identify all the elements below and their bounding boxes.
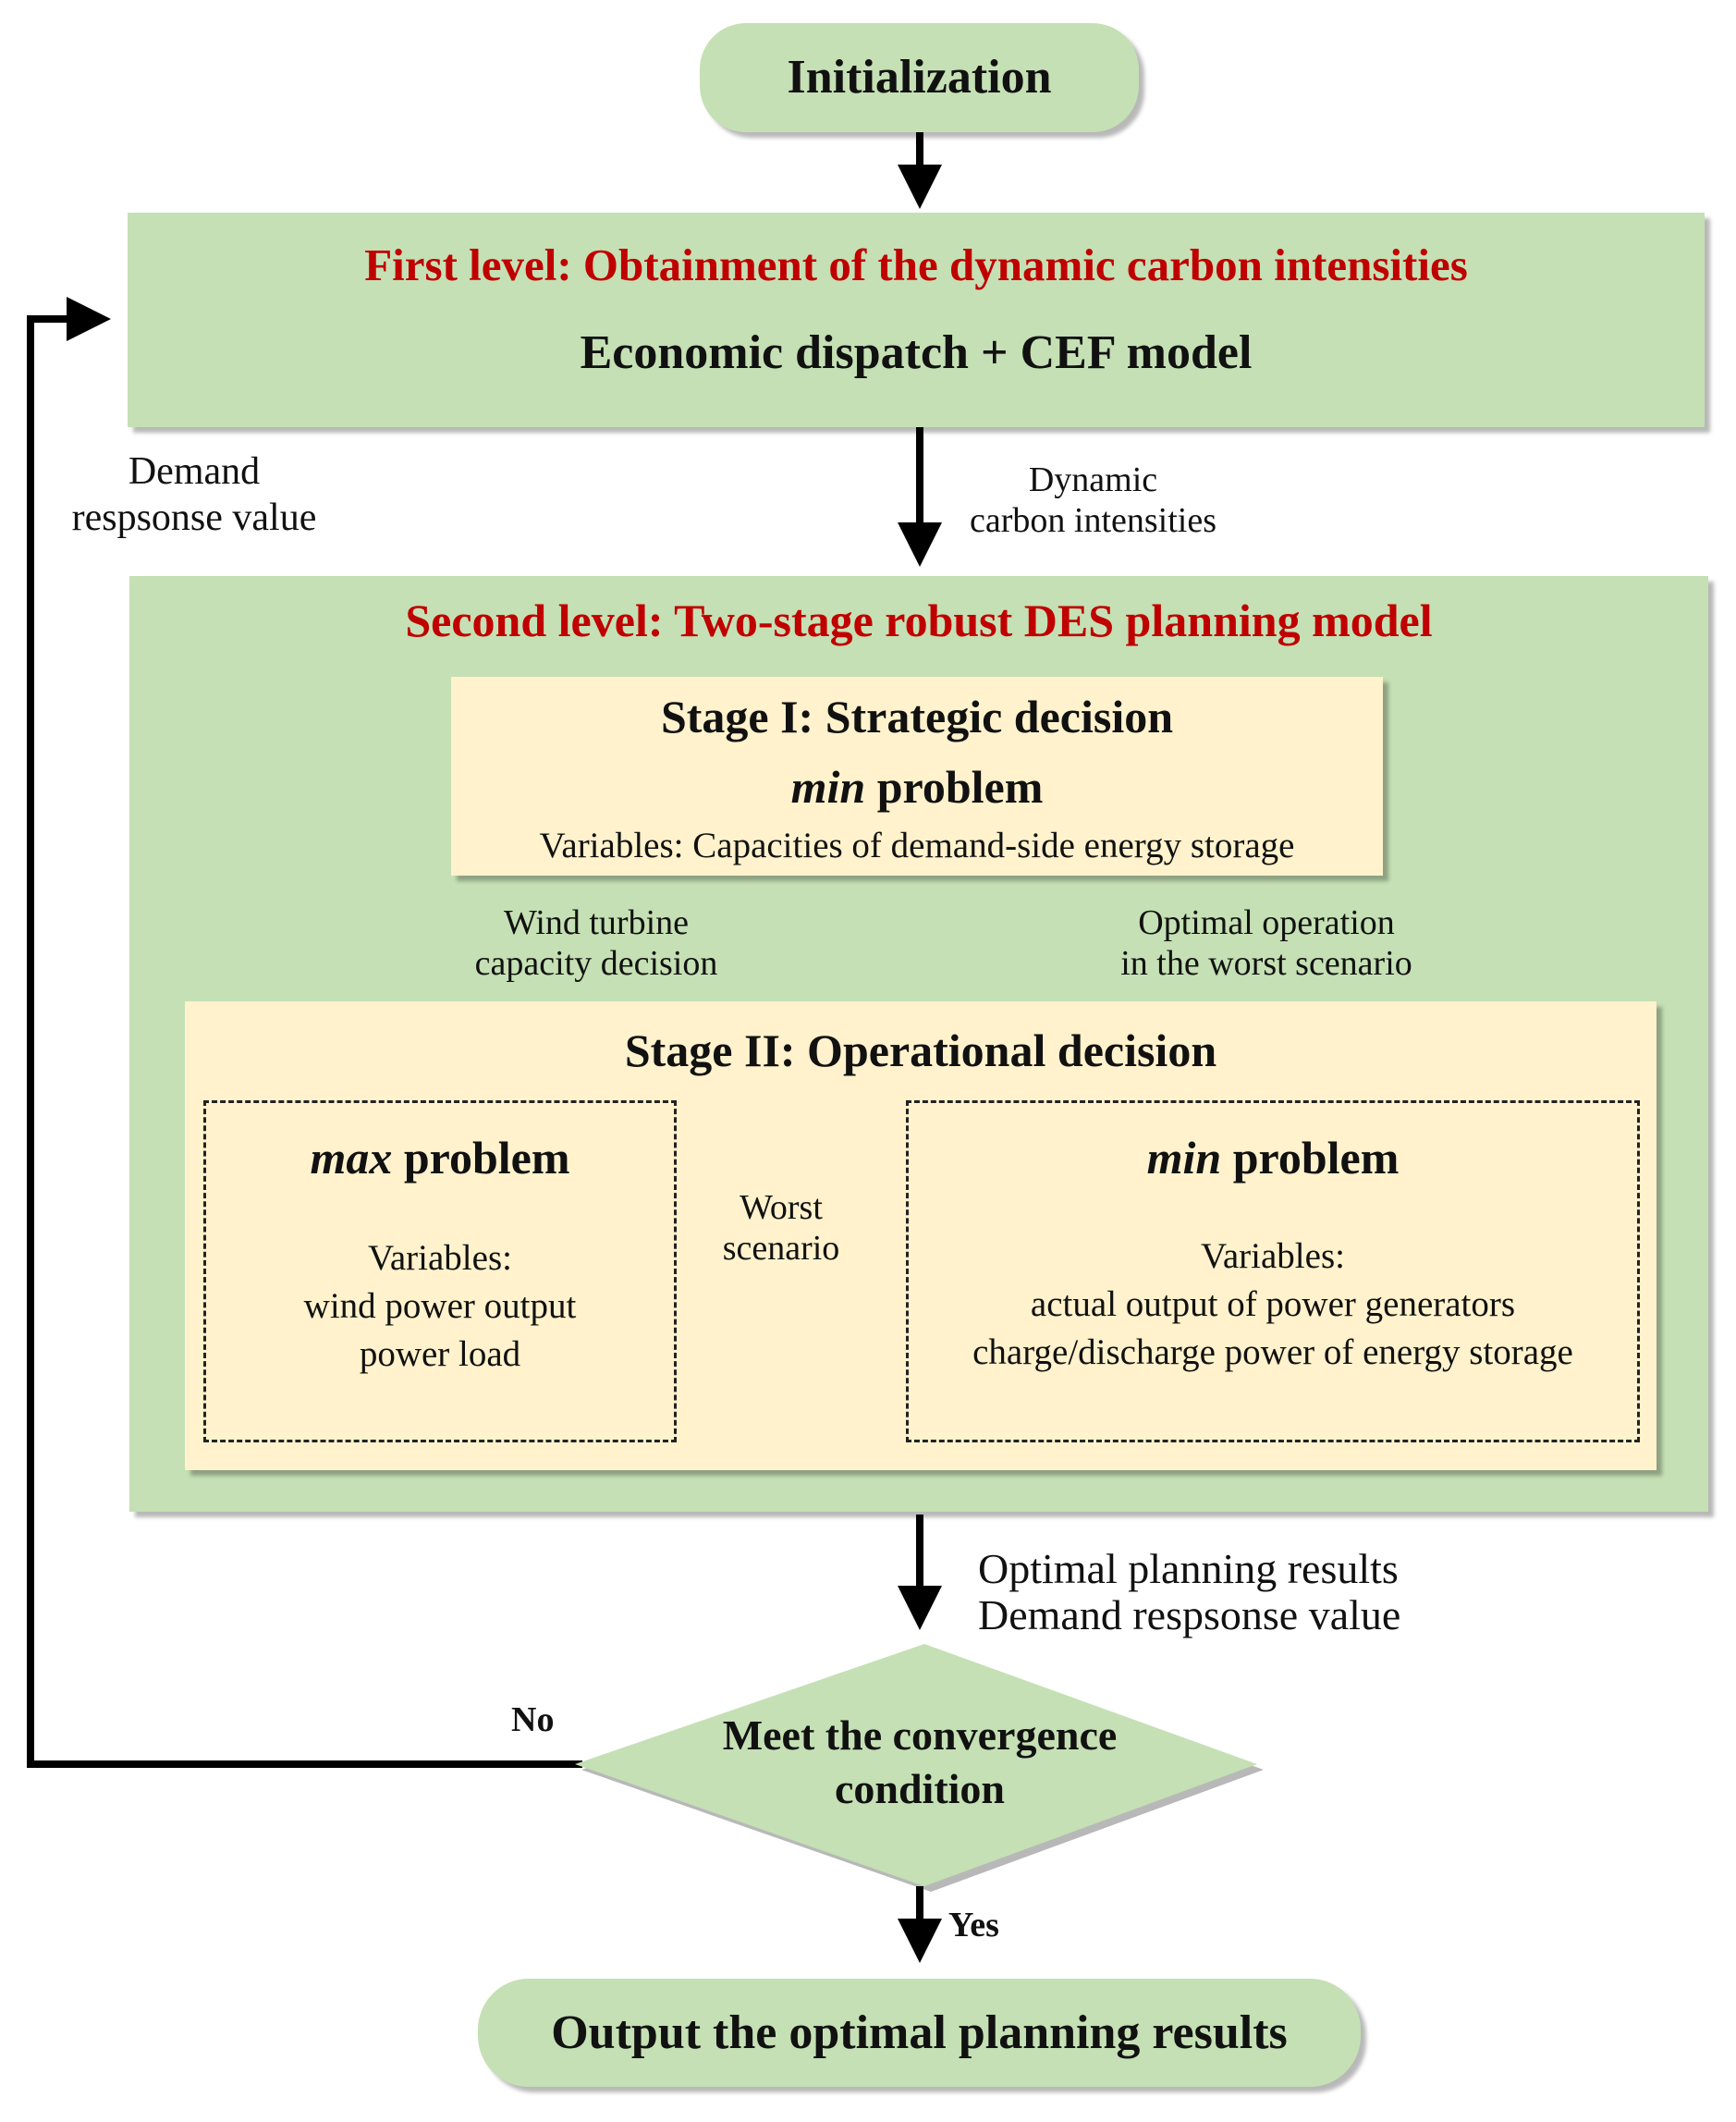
- stage2-box: [185, 1001, 1657, 1470]
- dynamic-label: Dynamic carbon intensities: [934, 460, 1253, 541]
- min-problem-heading: min problem: [909, 1131, 1637, 1184]
- stage1-title: Stage I: Strategic decision: [660, 691, 1174, 742]
- wind-label: Wind turbine capacity decision: [444, 902, 749, 984]
- results-label: Optimal planning results Demand respsons…: [978, 1546, 1496, 1638]
- stage1-problem: min problem: [451, 760, 1383, 814]
- max-var-line3: power load: [359, 1334, 521, 1374]
- results-label-line2: Demand respsonse value: [978, 1591, 1401, 1638]
- min-var-line3: charge/discharge power of energy storage: [972, 1332, 1573, 1372]
- output-label: Output the optimal planning results: [551, 2006, 1288, 2059]
- first-level-box: First level: Obtainment of the dynamic c…: [128, 213, 1705, 427]
- decision-line2: condition: [834, 1765, 1006, 1812]
- decision-line1: Meet the convergence: [722, 1711, 1118, 1759]
- feedback-label-line1: Demand: [128, 450, 261, 493]
- max-problem-rest: problem: [392, 1132, 570, 1184]
- second-level-title: Second level: Two-stage robust DES plann…: [405, 595, 1433, 646]
- max-problem-word: max: [310, 1132, 393, 1184]
- worst-label: Worst scenario: [679, 1187, 883, 1269]
- min-problem-box: min problem Variables: actual output of …: [906, 1100, 1640, 1442]
- decision-text: Meet the convergence condition: [666, 1709, 1174, 1816]
- dynamic-label-line2: carbon intensities: [970, 501, 1216, 540]
- max-var-line1: Variables:: [368, 1238, 512, 1278]
- min-var-line2: actual output of power generators: [1030, 1284, 1516, 1324]
- initialization-label: Initialization: [787, 51, 1052, 104]
- stage1-variables: Variables: Capacities of demand-side ene…: [539, 826, 1295, 865]
- min-var-line1: Variables:: [1201, 1236, 1345, 1276]
- first-level-title: First level: Obtainment of the dynamic c…: [364, 239, 1468, 290]
- dynamic-label-line1: Dynamic: [1028, 460, 1158, 499]
- stage1-problem-word: min: [790, 761, 866, 813]
- optimal-label-line2: in the worst scenario: [1120, 944, 1412, 983]
- max-problem-vars: Variables: wind power output power load: [206, 1234, 674, 1379]
- worst-label-line2: scenario: [722, 1229, 840, 1268]
- worst-label-line1: Worst: [740, 1188, 823, 1227]
- min-problem-vars: Variables: actual output of power genera…: [909, 1233, 1637, 1377]
- wind-label-line1: Wind turbine: [503, 903, 690, 942]
- max-problem-heading: max problem: [206, 1131, 674, 1184]
- initialization-box: Initialization: [700, 23, 1139, 132]
- optimal-label-line1: Optimal operation: [1138, 903, 1395, 942]
- stage1-box: Stage I: Strategic decision min problem …: [451, 677, 1383, 876]
- first-level-subtitle: Economic dispatch + CEF model: [580, 326, 1253, 379]
- results-label-line1: Optimal planning results: [978, 1545, 1399, 1592]
- max-problem-box: max problem Variables: wind power output…: [203, 1100, 677, 1442]
- max-var-line2: wind power output: [303, 1286, 577, 1326]
- yes-label: Yes: [948, 1906, 999, 1944]
- feedback-label-line2: respsonse value: [71, 497, 317, 539]
- output-box: Output the optimal planning results: [478, 1979, 1361, 2087]
- no-label: No: [511, 1700, 555, 1739]
- decision-diamond: [575, 1644, 1264, 1892]
- feedback-label: Demand respsonse value: [18, 448, 370, 541]
- wind-label-line2: capacity decision: [474, 944, 718, 983]
- optimal-label: Optimal operation in the worst scenario: [1086, 902, 1447, 984]
- min-problem-rest: problem: [1221, 1132, 1400, 1184]
- stage2-title: Stage II: Operational decision: [624, 1024, 1217, 1076]
- stage1-problem-rest: problem: [865, 761, 1044, 813]
- min-problem-word: min: [1146, 1132, 1222, 1184]
